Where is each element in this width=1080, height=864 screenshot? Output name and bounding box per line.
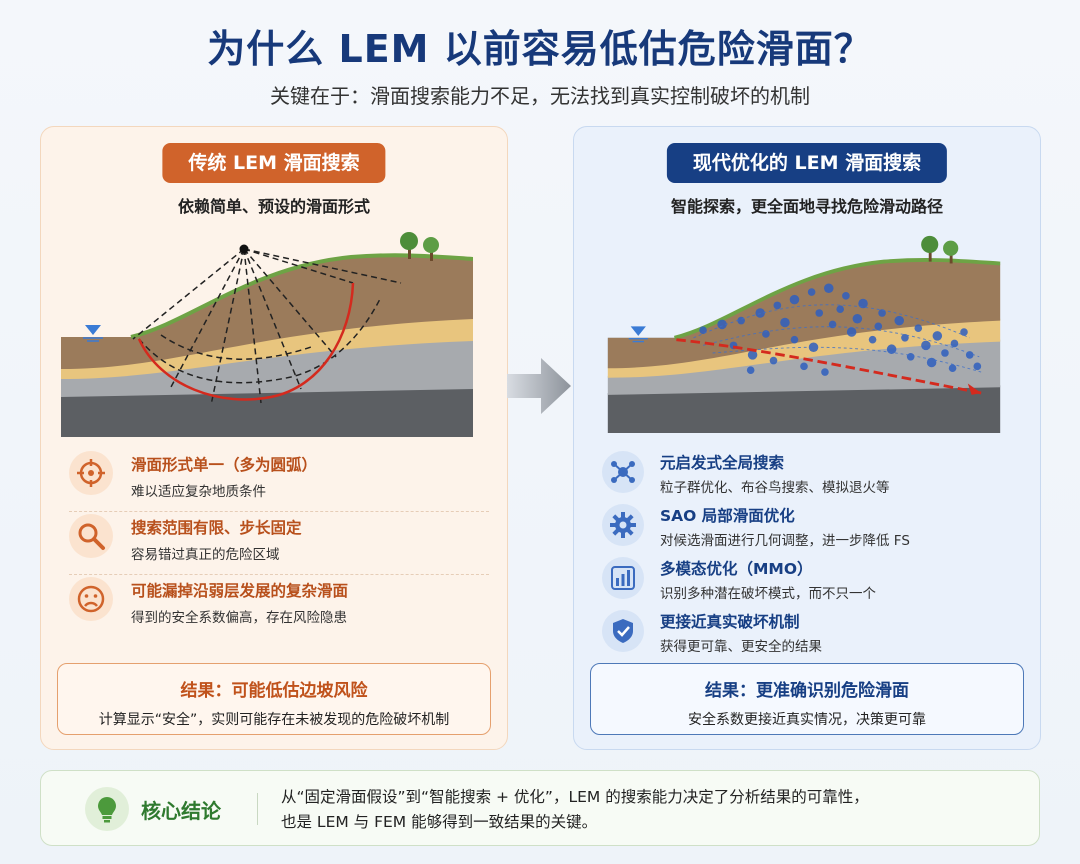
weak-sand-layer: [61, 317, 473, 379]
shield-check-icon: [602, 610, 644, 652]
network-icon: [602, 451, 644, 493]
feature-title: 更接近真实破坏机制: [660, 613, 800, 631]
result-desc: 计算显示“安全”，实则可能存在未被发现的危险破坏机制: [98, 712, 450, 728]
trial-slip-radii: [132, 248, 402, 406]
arrow-head-icon: [967, 383, 982, 395]
page-title: 为什么 LEM 以前容易低估危险滑面？: [207, 27, 873, 71]
issue-title: 滑面形式单一（多为圆弧）: [131, 456, 318, 474]
traditional-lem-heading: 传统 LEM 滑面搜索: [162, 143, 386, 183]
arrow-right-icon: [507, 358, 571, 414]
circular-slip-surface: [137, 282, 355, 401]
issue-title: 搜索范围有限、步长固定: [131, 519, 302, 537]
core-conclusion-box: 核心结论 从“固定滑面假设”到“智能搜索 + 优化”，LEM 的搜索能力决定了分…: [40, 770, 1040, 846]
core-conclusion-label: 核心结论: [141, 799, 221, 823]
issue-desc: 难以适应复杂地质条件: [131, 484, 266, 500]
list-item: 滑面形式单一（多为圆弧） 难以适应复杂地质条件: [69, 449, 489, 512]
ground-surface: [130, 253, 473, 339]
modern-lem-subheading: 智能探索，更全面地寻找危险滑动路径: [670, 197, 943, 216]
feature-desc: 识别多种潜在破坏模式，而不只一个: [660, 586, 876, 602]
lightbulb-icon: [85, 787, 129, 831]
feature-desc: 对候选滑面进行几何调整，进一步降低 FS: [660, 533, 910, 549]
grey-rock-layer: [61, 339, 473, 397]
modern-lem-heading: 现代优化的 LEM 滑面搜索: [666, 143, 948, 183]
divider: [257, 793, 258, 825]
issue-title: 可能漏掉沿弱层发展的复杂滑面: [131, 582, 349, 600]
core-conclusion-text: 从“固定滑面假设”到“智能搜索 + 优化”，LEM 的搜索能力决定了分析结果的可…: [281, 785, 1021, 835]
modern-slope-diagram: [607, 235, 1001, 433]
result-title: 结果：可能低估边坡风险: [180, 681, 368, 701]
feature-title: SAO 局部滑面优化: [660, 507, 795, 525]
circle-center-point: [239, 244, 249, 254]
gear-icon: [602, 504, 644, 546]
bar-chart-icon: [602, 557, 644, 599]
page-subtitle: 关键在于：滑面搜索能力不足，无法找到真实控制破坏的机制: [270, 84, 810, 108]
list-item: 更接近真实破坏机制 获得更可靠、更安全的结果: [602, 608, 1022, 661]
weak-sand-layer: [607, 318, 1001, 378]
core-line-1: 从“固定滑面假设”到“智能搜索 + 优化”，LEM 的搜索能力决定了分析结果的可…: [281, 788, 869, 806]
traditional-slope-diagram: [61, 232, 473, 437]
water-level-icon: [83, 325, 103, 342]
tree-icon: [921, 235, 959, 264]
issue-desc: 容易错过真正的危险区域: [131, 547, 280, 563]
feature-title: 元启发式全局搜索: [660, 454, 785, 472]
target-icon: [69, 451, 113, 495]
result-title: 结果：更准确识别危险滑面: [705, 681, 909, 701]
traditional-lem-subheading: 依赖简单、预设的滑面形式: [177, 197, 370, 216]
list-item: 元启发式全局搜索 粒子群优化、布谷鸟搜索、模拟退火等: [602, 449, 1022, 502]
feature-desc: 获得更可靠、更安全的结果: [660, 639, 822, 655]
list-item: 可能漏掉沿弱层发展的复杂滑面 得到的安全系数偏高，存在风险隐患: [69, 575, 489, 638]
bedrock-layer: [61, 387, 473, 437]
feature-title: 多模态优化（MMO）: [660, 560, 813, 578]
list-item: 搜索范围有限、步长固定 容易错过真正的危险区域: [69, 512, 489, 575]
result-desc: 安全系数更接近真实情况，决策更可靠: [688, 712, 926, 728]
search-particles: [699, 283, 982, 376]
traditional-lem-panel: 传统 LEM 滑面搜索 依赖简单、预设的滑面形式: [40, 126, 508, 750]
issue-desc: 得到的安全系数偏高，存在风险隐患: [131, 610, 347, 626]
search-icon: [69, 514, 113, 558]
core-line-2: 也是 LEM 与 FEM 能够得到一致结果的关键。: [281, 813, 598, 831]
soil-layer: [607, 259, 1001, 369]
modern-result-box: 结果：更准确识别危险滑面 安全系数更接近真实情况，决策更可靠: [590, 663, 1024, 735]
tree-icon: [400, 232, 439, 261]
water-level-icon: [628, 326, 648, 343]
bedrock-layer: [607, 385, 1001, 433]
feature-desc: 粒子群优化、布谷鸟搜索、模拟退火等: [660, 480, 890, 496]
list-item: 多模态优化（MMO） 识别多种潜在破坏模式，而不只一个: [602, 555, 1022, 608]
list-item: SAO 局部滑面优化 对候选滑面进行几何调整，进一步降低 FS: [602, 502, 1022, 555]
traditional-issue-list: 滑面形式单一（多为圆弧） 难以适应复杂地质条件 搜索范围有限、步长固定 容易错过…: [69, 449, 489, 638]
sad-face-icon: [69, 577, 113, 621]
soil-layer: [61, 255, 473, 369]
modern-feature-list: 元启发式全局搜索 粒子群优化、布谷鸟搜索、模拟退火等 SAO 局部滑面优化 对候…: [602, 449, 1022, 661]
critical-slip-surface: [676, 338, 982, 395]
traditional-result-box: 结果：可能低估边坡风险 计算显示“安全”，实则可能存在未被发现的危险破坏机制: [57, 663, 491, 735]
modern-lem-panel: 现代优化的 LEM 滑面搜索 智能探索，更全面地寻找危险滑动路径: [573, 126, 1041, 750]
search-paths: [693, 304, 982, 373]
